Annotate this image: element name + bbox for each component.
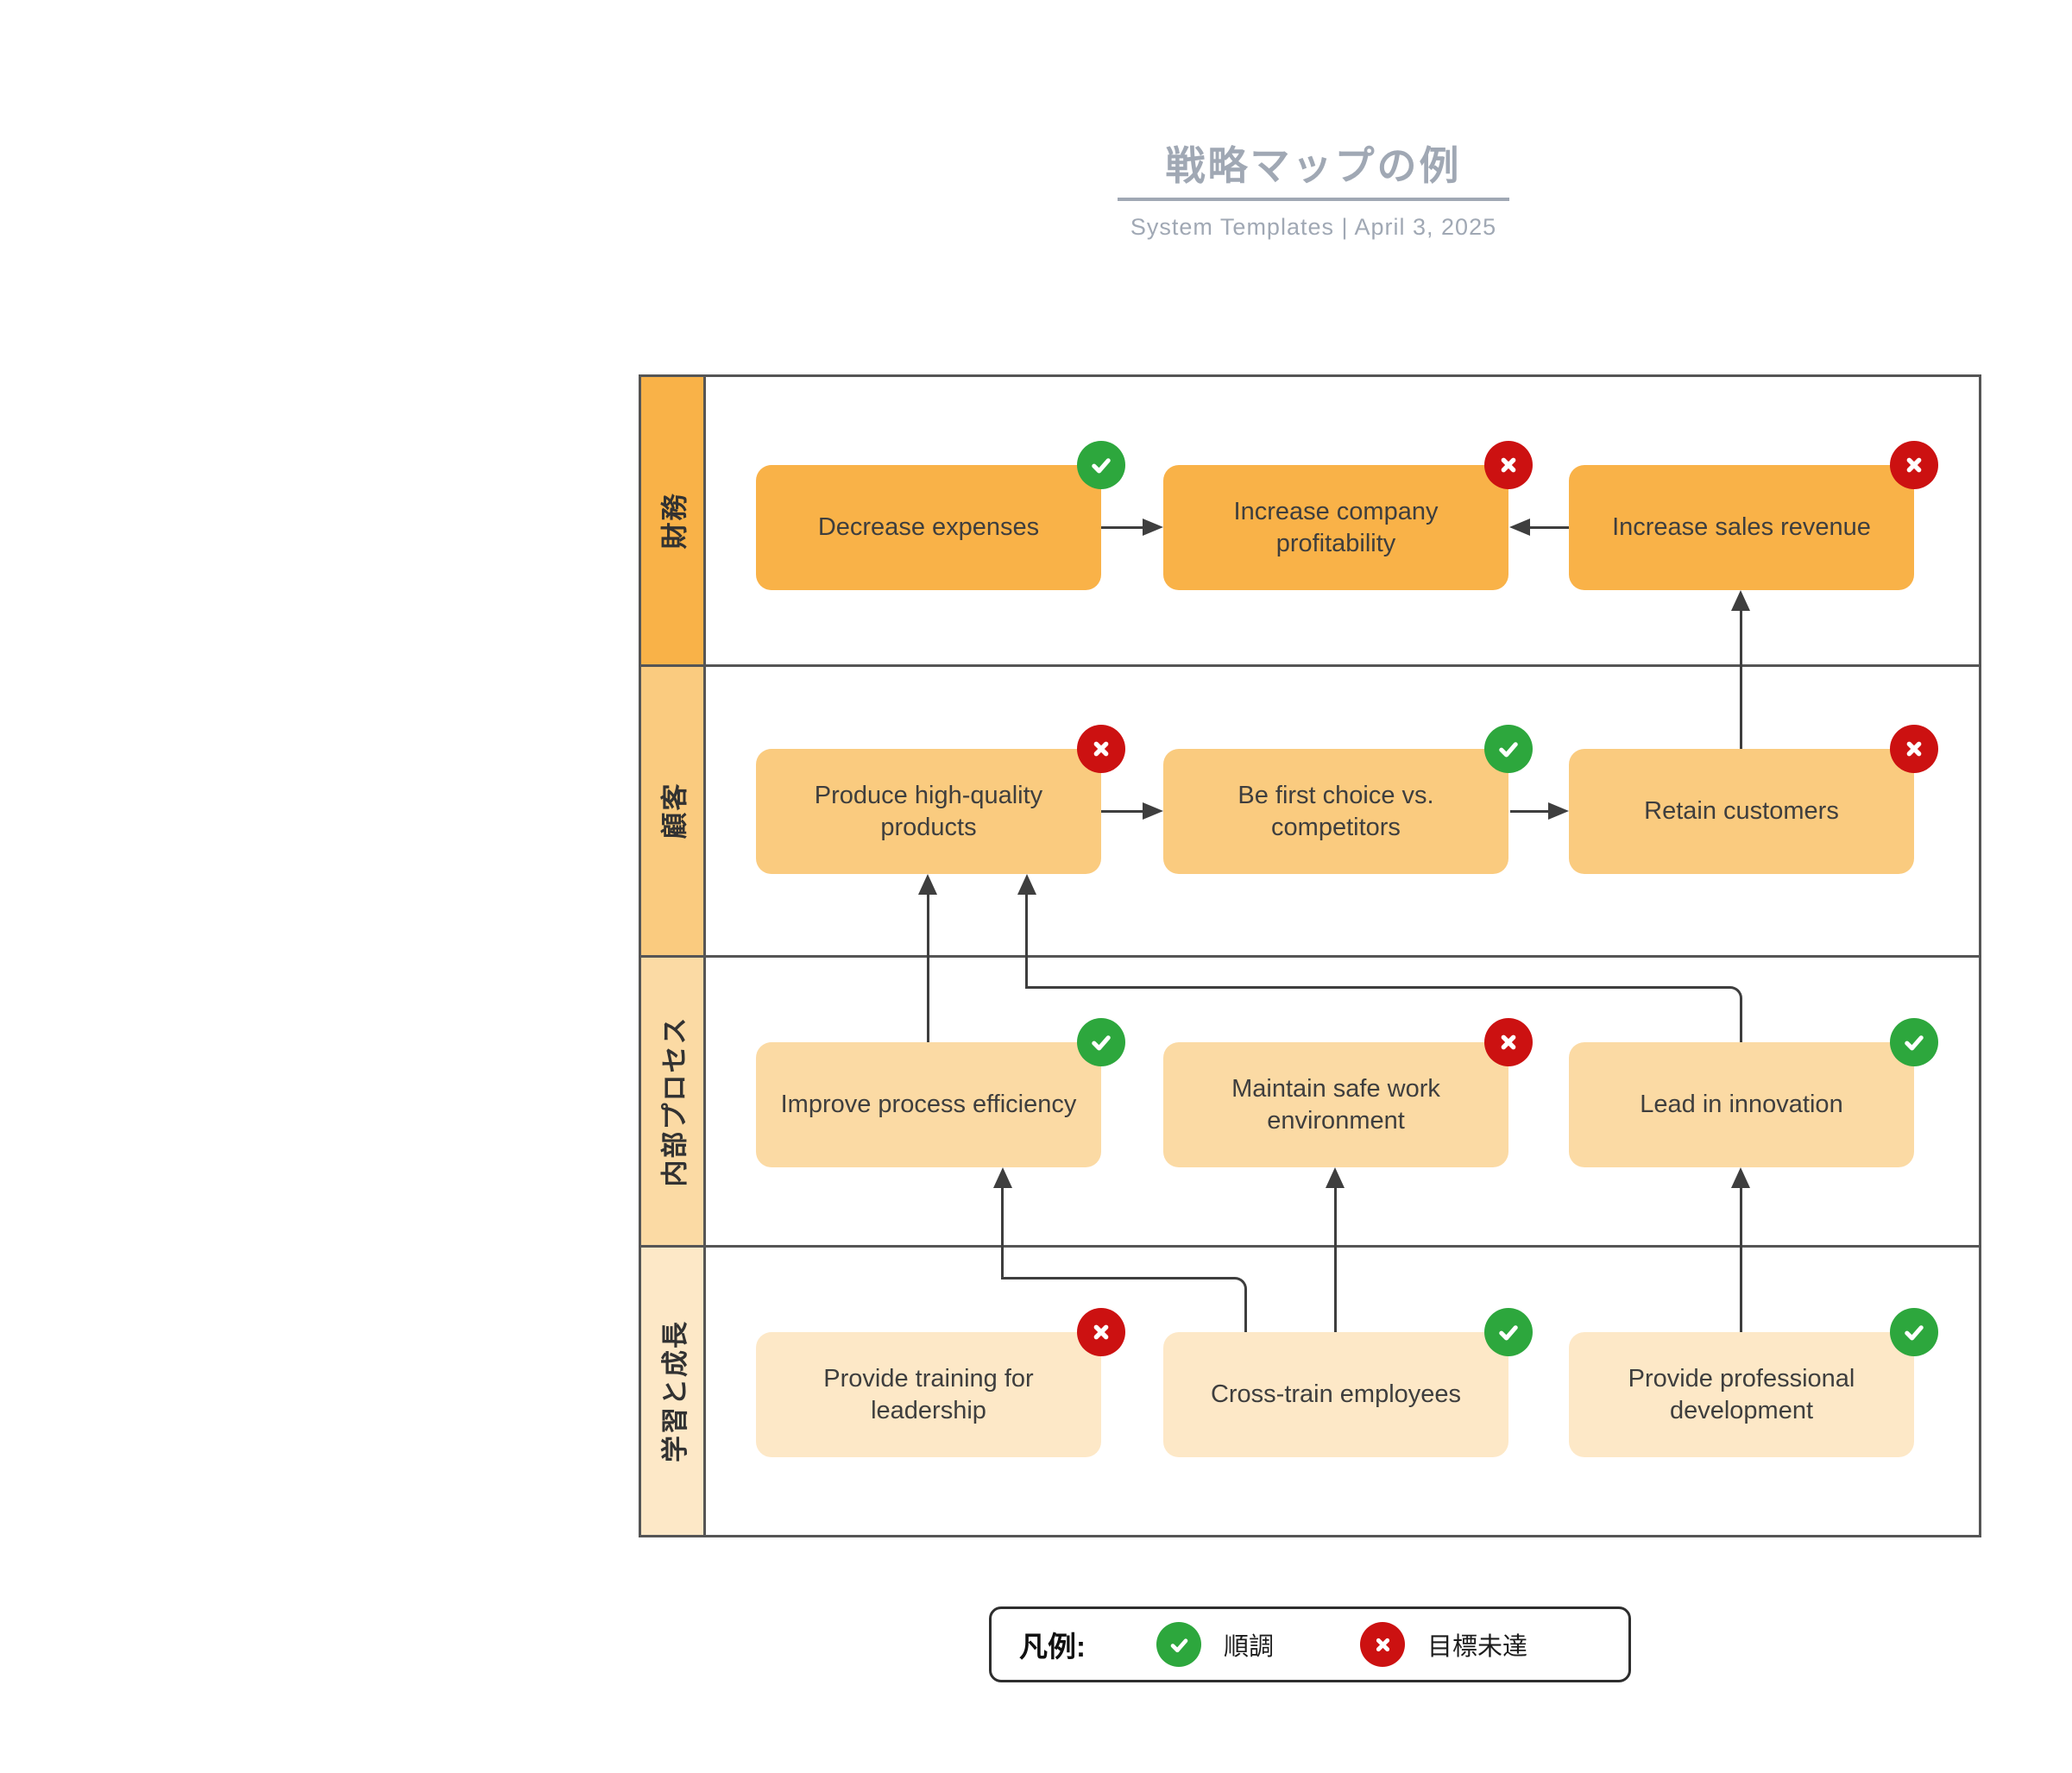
strategy-node-label: Increase sales revenue [1612,513,1871,542]
lane-label-learning-growth: 学習と成長 [641,1247,706,1535]
strategy-node-label: Maintain safe work environment [1231,1075,1440,1135]
arrowhead-icon [918,874,937,895]
strategy-node: Maintain safe work environment [1163,1018,1533,1167]
legend-on-track-label: 順調 [1224,1633,1275,1661]
lane-customer: 顧客 [641,664,1979,955]
strategy-node-label: Increase company profitability [1233,498,1439,557]
lane-label-text: 財務 [659,492,690,550]
strategy-node: Improve process efficiency [756,1018,1125,1167]
strategy-node-label: Provide professional development [1628,1365,1855,1424]
strategy-node: Provide training for leadership [756,1308,1125,1457]
off-track-cross-icon [1484,441,1533,489]
strategy-node: Cross-train employees [1163,1308,1533,1457]
strategy-node-label: Provide training for leadership [823,1365,1034,1424]
strategy-node: Decrease expenses [756,441,1125,590]
strategy-node-label: Improve process efficiency [780,1091,1077,1119]
strategy-node-label: Decrease expenses [817,513,1040,542]
strategy-node-label: Retain customers [1644,797,1839,826]
on-track-check-icon [1484,725,1533,773]
on-track-check-icon [1890,1308,1938,1356]
strategy-node-label: Cross-train employees [1210,1380,1462,1409]
arrowhead-icon [1326,1167,1345,1188]
on-track-check-icon [1484,1308,1533,1356]
arrowhead-icon [1143,802,1163,820]
off-track-cross-icon [1077,725,1125,773]
lane-label-internal-process: 内部プロセス [641,957,706,1245]
arrowhead-icon [1548,802,1569,820]
page-subtitle: System Templates | April 3, 2025 [1130,214,1497,240]
off-track-cross-icon [1360,1622,1406,1667]
off-track-cross-icon [1890,441,1938,489]
on-track-check-icon [1156,1622,1201,1667]
strategy-node-label: Produce high-quality products [814,782,1043,841]
page-title: 戦略マップの例 [1165,143,1462,188]
strategy-node: Retain customers [1569,725,1938,874]
lane-label-text: 内部プロセス [659,1015,690,1187]
lane-label-customer: 顧客 [641,667,706,955]
arrowhead-icon [1509,519,1530,536]
on-track-check-icon [1890,1018,1938,1066]
off-track-cross-icon [1077,1308,1125,1356]
on-track-check-icon [1077,441,1125,489]
strategy-node: Produce high-quality products [756,725,1125,874]
lane-internal-process: 内部プロセス [641,954,1979,1245]
strategy-node: Be first choice vs. competitors [1163,725,1533,874]
arrowhead-icon [1017,874,1036,895]
arrowhead-icon [1143,519,1163,536]
lane-finance: 財務 [641,377,1979,665]
legend-title: 凡例: [1019,1631,1086,1663]
lane-label-finance: 財務 [641,377,706,665]
lane-label-text: 学習と成長 [659,1319,690,1462]
title-underline [1118,198,1509,201]
strategy-node: Provide professional development [1569,1308,1938,1457]
on-track-check-icon [1077,1018,1125,1066]
strategy-node: Lead in innovation [1569,1018,1938,1167]
strategy-node: Increase sales revenue [1569,441,1938,590]
legend-off-track-label: 目標未達 [1427,1633,1528,1661]
off-track-cross-icon [1890,725,1938,773]
arrowhead-icon [1731,1167,1750,1188]
arrowhead-icon [993,1167,1012,1188]
arrowhead-icon [1731,590,1750,611]
strategy-node: Increase company profitability [1163,441,1533,590]
legend: 凡例: 順調 目標未達 [989,1606,1631,1682]
strategy-node-label: Be first choice vs. competitors [1238,782,1434,841]
lane-learning-growth: 学習と成長 [641,1244,1979,1535]
off-track-cross-icon [1484,1018,1533,1066]
lane-label-text: 顧客 [659,782,690,839]
strategy-node-label: Lead in innovation [1640,1091,1843,1119]
